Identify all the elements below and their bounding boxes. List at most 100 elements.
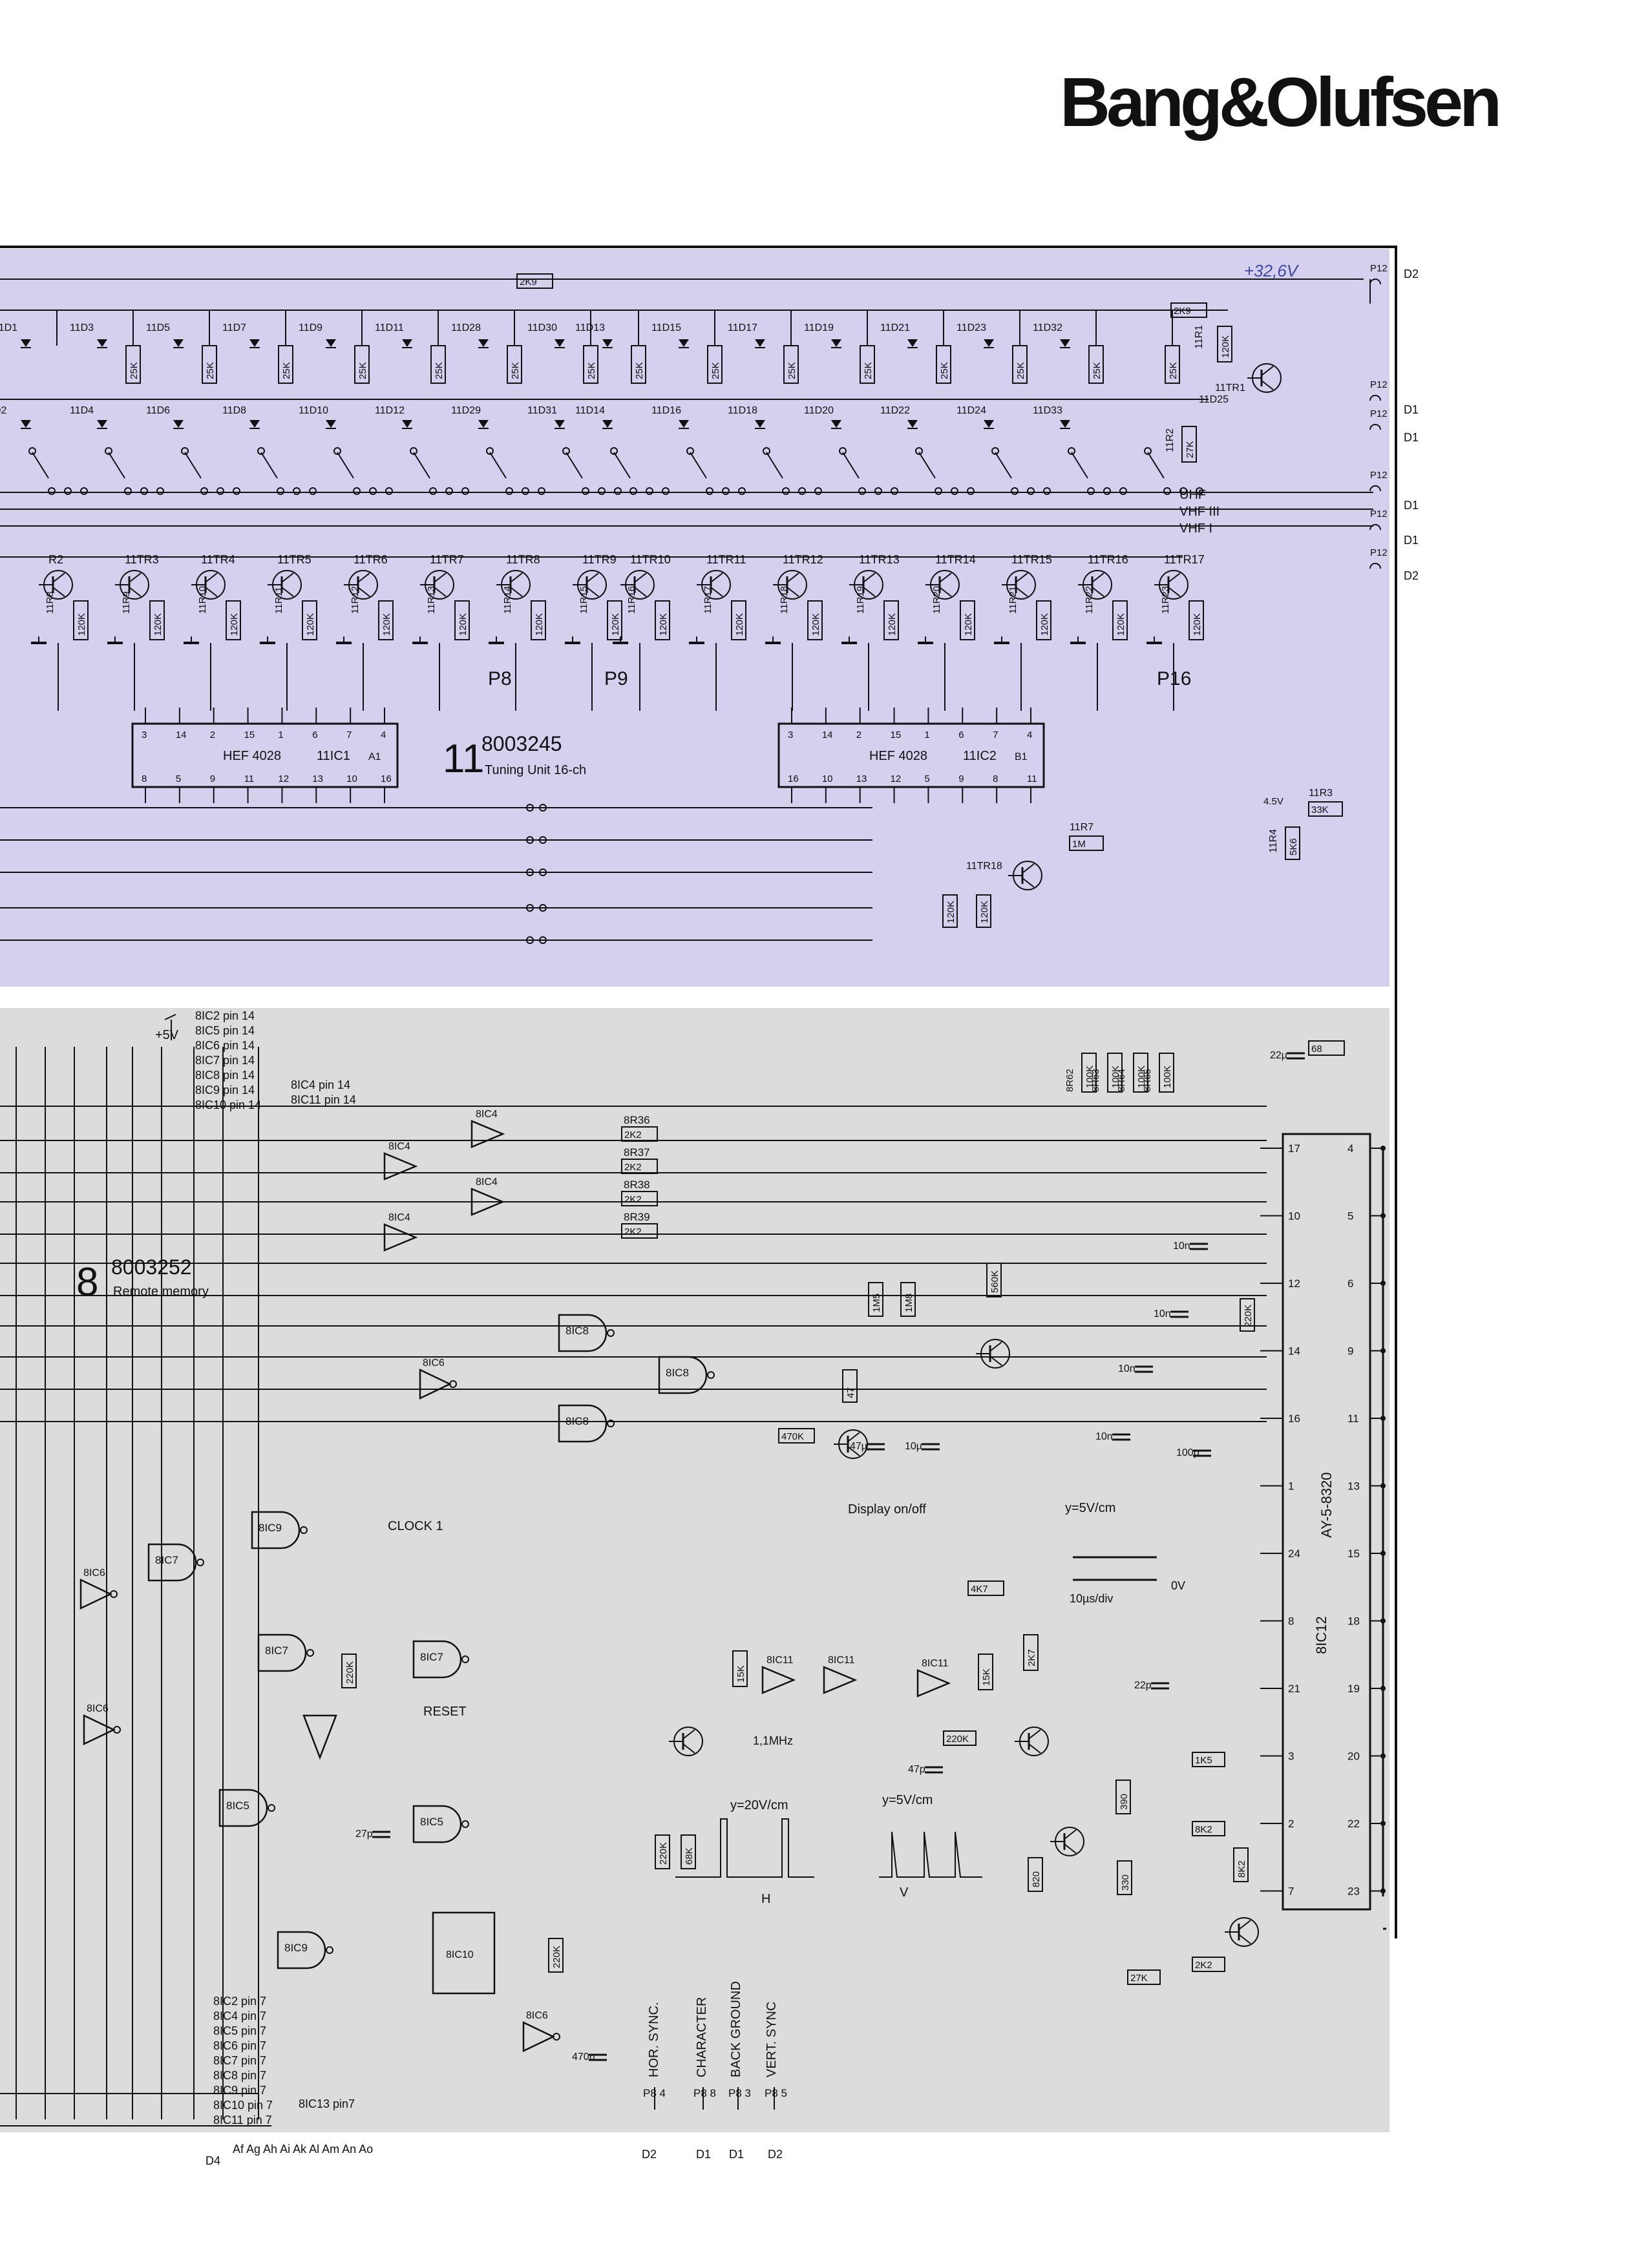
resistor-value: 27K	[1185, 441, 1196, 458]
diode-label: 11D12	[375, 405, 405, 416]
capacitor-label: 10n	[1095, 1431, 1113, 1442]
switch-contact	[1179, 487, 1187, 495]
diode-top	[602, 339, 613, 347]
pin-number: 9	[958, 773, 964, 784]
pin-number: 15	[891, 730, 902, 740]
switch-contact	[1011, 487, 1019, 495]
diode-bottom	[326, 420, 336, 428]
switch-contact	[156, 487, 164, 495]
gate-label: 8IC7	[420, 1651, 443, 1663]
pin-number: 13	[856, 773, 867, 784]
inverter-8ic11-b	[823, 1666, 858, 1694]
pin-number: 22	[1347, 1818, 1360, 1830]
nand-8ic8-b	[658, 1356, 708, 1394]
inverter-8ic6-c	[83, 1714, 116, 1745]
resistor-label: 8R39	[624, 1211, 650, 1223]
diode-top	[478, 339, 489, 347]
diode-top	[173, 339, 184, 347]
gate-label: 8IC8	[565, 1415, 589, 1427]
resistor-11r1	[1217, 326, 1232, 362]
switch-contact	[293, 487, 301, 495]
resistor-120k	[149, 600, 165, 640]
diode-top	[402, 339, 412, 347]
gate-label: 8IC4	[388, 1212, 410, 1223]
resistor-120k	[807, 600, 823, 640]
switch-contact	[991, 447, 999, 455]
pin-number: 11	[1027, 773, 1037, 784]
switch-contact	[1068, 447, 1075, 455]
resistor-value: 2K2	[624, 1194, 642, 1205]
switch-contact	[1119, 487, 1127, 495]
resistor-8r46	[1023, 1634, 1039, 1671]
resistor-value: 25K	[586, 362, 597, 379]
ground-list-item: 8IC2 pin 7	[213, 1995, 266, 2008]
switch-contact	[562, 447, 570, 455]
resistor-label: 11R4	[1268, 829, 1279, 853]
transistor-collector	[1015, 572, 1028, 583]
resistor-label: 11R10	[197, 586, 208, 614]
resistor-label: 11R2	[1165, 428, 1176, 452]
edge-connector	[1369, 524, 1381, 530]
resistor-value: 560K	[989, 1270, 1000, 1293]
resistor-value: 25K	[434, 362, 445, 379]
switch-contact	[124, 487, 132, 495]
diode-label: 11D23	[956, 322, 986, 333]
transistor-emitter	[129, 587, 142, 597]
resistor-e	[621, 1126, 658, 1142]
resistor-11r3	[1308, 801, 1343, 817]
gate-bubble	[607, 1420, 615, 1427]
switch-contact	[1163, 487, 1171, 495]
switch-contact	[181, 447, 189, 455]
tuning-unit-title: Tuning Unit 16-ch	[485, 763, 586, 777]
resistor-value: 8K2	[1195, 1824, 1212, 1835]
resistor-value: 68K	[684, 1847, 695, 1865]
connector-net: D2	[768, 2148, 783, 2161]
diode-top	[249, 339, 260, 347]
resistor-e	[621, 1191, 658, 1206]
clock-label: CLOCK 1	[388, 1519, 443, 1533]
pin-number: 3	[1288, 1750, 1294, 1763]
resistor-120k	[655, 600, 670, 640]
switch-contact	[28, 447, 36, 455]
pin-number: 23	[1347, 1885, 1360, 1898]
diode-label: 11D17	[728, 322, 757, 333]
gate-label: 8IC9	[284, 1942, 308, 1954]
switch-blade	[766, 452, 783, 479]
switch-contact	[1087, 487, 1095, 495]
transistor-emitter	[281, 587, 294, 597]
transistor-collector	[682, 1729, 695, 1739]
switch-contact	[217, 487, 224, 495]
resistor-value: 100K	[1162, 1066, 1173, 1088]
connector-p9: P9	[604, 668, 628, 689]
ic1-grid: A1	[368, 751, 381, 762]
resistor-value: 220K	[551, 1946, 562, 1968]
transistor-collector	[1028, 1729, 1041, 1739]
pin-number: 20	[1347, 1750, 1360, 1763]
resistor-value: 25K	[1168, 362, 1179, 379]
switch-contact	[410, 447, 417, 455]
connector-label: P8 8	[693, 2087, 716, 2099]
transistor-emitter	[1028, 1743, 1041, 1754]
transistor-emitter	[710, 587, 723, 597]
transistor-label: 11TR5	[277, 553, 312, 566]
capacitor-label: 10n	[1154, 1308, 1171, 1319]
resistor-e	[621, 1159, 658, 1174]
gate-label: 8IC11	[922, 1658, 949, 1669]
bus-label: Af Ag Ah Ai Ak Al Am An Ao	[233, 2143, 373, 2156]
remote-memory-number: 8	[76, 1260, 98, 1305]
sync-character: CHARACTER	[695, 1997, 709, 2077]
transistor-emitter	[1168, 587, 1181, 597]
resistor-120k	[960, 600, 975, 640]
transistor-collector	[1092, 572, 1104, 583]
transistor-collector	[989, 1341, 1002, 1352]
diode-bottom	[478, 420, 489, 428]
nand-8ic7-a	[147, 1543, 197, 1582]
comparator-8ic4-a	[470, 1120, 505, 1148]
diode-label: 11D1	[0, 322, 17, 333]
resistor-value: 1M	[1072, 839, 1086, 850]
tuning-unit-circuit: 2K92K911D1D2R211R8120K11D325K11D411TR311…	[0, 263, 1419, 944]
gate-bubble	[113, 1726, 121, 1734]
diode-bottom	[402, 420, 412, 428]
resistor-value: 120K	[534, 613, 545, 636]
inverter-8ic6-e	[302, 1714, 337, 1760]
